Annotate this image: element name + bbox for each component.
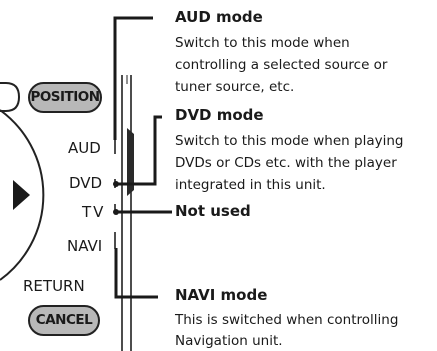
leader-dvd <box>116 115 162 186</box>
connector-dot <box>113 209 119 215</box>
switch-label-tv: TV <box>82 203 106 221</box>
tv-not-used-title: Not used <box>175 202 251 220</box>
return-label: RETURN <box>23 277 85 295</box>
switch-label-navi: NAVI <box>67 237 103 255</box>
dvd-mode-desc-line: Switch to this mode when playing <box>175 133 404 149</box>
switch-label-dvd: DVD <box>69 174 103 192</box>
switch-label-aud: AUD <box>68 139 101 157</box>
slider-knob[interactable] <box>127 128 134 196</box>
navi-mode-desc-line: This is switched when controlling <box>175 312 399 328</box>
round-controller <box>0 109 45 281</box>
position-button[interactable] <box>28 82 102 113</box>
dvd-mode-desc-line: integrated in this unit. <box>175 177 326 193</box>
play-arrow-icon[interactable] <box>13 180 30 210</box>
aud-mode-desc-line: tuner source, etc. <box>175 79 295 95</box>
aud-mode-desc-line: Switch to this mode when <box>175 35 350 51</box>
position-button-label[interactable]: POSITION <box>30 89 100 105</box>
connector-dot <box>113 181 119 187</box>
dvd-mode-desc-line: DVDs or CDs etc. with the player <box>175 155 397 171</box>
navi-mode-desc-line: Navigation unit. <box>175 333 283 349</box>
aud-mode-title: AUD mode <box>175 8 263 26</box>
cancel-button-label[interactable]: CANCEL <box>35 312 93 328</box>
aud-mode-desc-line: controlling a selected source or <box>175 57 388 73</box>
cancel-button[interactable] <box>28 305 100 336</box>
dvd-mode-title: DVD mode <box>175 106 264 124</box>
partial-left-button <box>0 82 21 112</box>
leader-aud <box>113 16 153 140</box>
navi-mode-title: NAVI mode <box>175 286 268 304</box>
leader-navi <box>114 248 158 299</box>
